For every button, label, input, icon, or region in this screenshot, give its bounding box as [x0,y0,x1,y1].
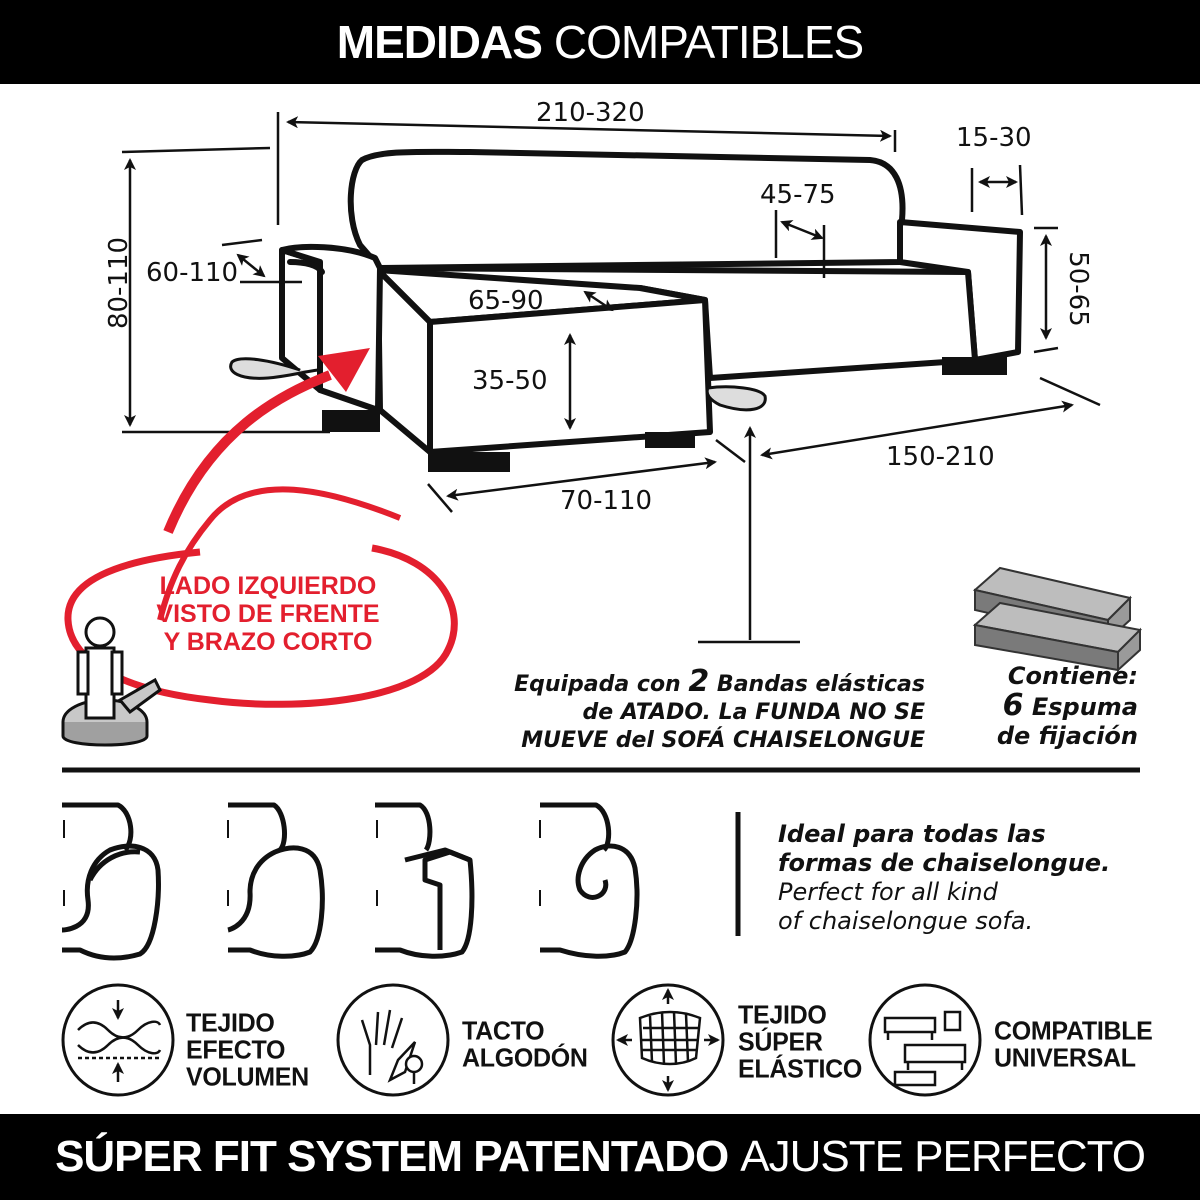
ideal-line-1: Ideal para todas las [778,820,1046,848]
dim-total-width: 210-320 [536,98,645,128]
callout-line-2: VISTO DE FRENTE [156,600,380,628]
cotton-hand-icon [336,983,450,1097]
feature-universal-line-2: UNIVERSAL [994,1043,1136,1073]
arm-shape-scroll-icon [539,802,640,959]
dim-arm-depth: 60-110 [146,258,239,288]
header-band: MEDIDAS COMPATIBLES [0,0,1200,84]
header-title-light: COMPATIBLES [553,16,864,68]
header-title-bold: MEDIDAS [336,16,543,68]
arm-shape-square-icon [375,802,475,959]
footer-title-bold: SÚPER FIT SYSTEM PATENTADO [55,1132,729,1181]
red-pointer-arrow [64,348,458,708]
elastic-note-line-3: MUEVE del SOFÁ CHAISELONGUE [521,728,925,753]
elastic-note-suffix: Bandas elásticas [709,672,925,697]
dimension-lines [121,112,1101,644]
fixing-foam-icon [972,566,1143,673]
dim-seat-depth: 65-90 [468,286,544,316]
viewer-figure-icon [61,616,162,747]
ideal-line-4: of chaiselongue sofa. [778,907,1034,935]
foam-note: Contiene: 6 Espuma de fijación [960,662,1138,751]
dim-back-height: 50-65 [1063,251,1093,327]
ideal-line-3: Perfect for all kind [778,878,998,906]
elastic-note-number: 2 [688,664,710,699]
dim-arm-width: 15-30 [956,123,1032,153]
footer-band: SÚPER FIT SYSTEM PATENTADO AJUSTE PERFEC… [0,1114,1200,1200]
elastic-note-line-2: de ATADO. La FUNDA NO SE [582,700,926,725]
feature-universal: COMPATIBLE UNIVERSAL [994,1016,1153,1073]
elastic-note-prefix: Equipada con [514,672,689,697]
side-callout: LADO IZQUIERDO VISTO DE FRENTE Y BRAZO C… [118,572,418,656]
volume-fabric-icon [61,983,175,1097]
elastic-straps [229,357,767,412]
feature-volume: TEJIDO EFECTO VOLUMEN [186,1008,309,1092]
feature-stretch: TEJIDO SÚPER ELÁSTICO [738,1000,862,1084]
dim-sofa-depth: 150-210 [886,442,995,472]
callout-line-1: LADO IZQUIERDO [159,572,377,600]
feature-stretch-line-1: TEJIDO [738,1000,827,1030]
feature-volume-line-2: EFECTO [186,1035,286,1065]
dim-backrest-depth: 45-75 [760,180,836,210]
feature-cotton-line-1: TACTO [462,1016,545,1046]
arm-shape-icons [61,802,640,961]
foam-note-line-1: Contiene: [1007,662,1138,690]
callout-line-3: Y BRAZO CORTO [163,628,373,656]
feature-volume-line-1: TEJIDO [186,1008,275,1038]
footer-title-light: AJUSTE PERFECTO [740,1132,1146,1181]
ideal-line-2: formas de chaiselongue. [778,849,1111,877]
feature-volume-line-3: VOLUMEN [186,1062,309,1092]
dim-chaise-width: 70-110 [560,486,653,516]
feature-universal-line-1: COMPATIBLE [994,1016,1153,1046]
feature-cotton: TACTO ALGODÓN [462,1016,588,1073]
arm-shape-curved-icon [227,802,325,959]
foam-note-suffix: Espuma [1023,693,1138,721]
stretch-fabric-icon [611,983,725,1097]
foam-note-number: 6 [1002,688,1024,723]
ideal-text: Ideal para todas las formas de chaiselon… [778,820,1110,936]
universal-sofa-icon [868,983,982,1097]
chaiselongue-sofa-drawing [279,148,1023,455]
dim-height: 80-110 [104,236,134,330]
elastic-bands-note: Equipada con 2 Bandas elásticas de ATADO… [470,667,926,755]
dim-seat-height: 35-50 [472,366,548,396]
feature-stretch-line-2: SÚPER [738,1027,823,1057]
arm-shape-rolled-icon [61,802,161,961]
feature-cotton-line-2: ALGODÓN [462,1043,588,1073]
foam-note-line-3: de fijación [996,722,1138,750]
feature-stretch-line-3: ELÁSTICO [738,1054,862,1084]
